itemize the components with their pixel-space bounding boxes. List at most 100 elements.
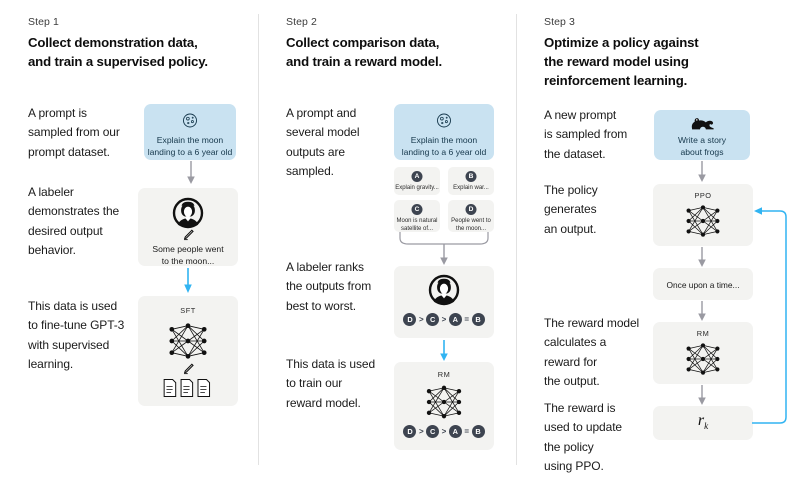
rm-rank-op-3: =	[464, 427, 469, 436]
moon-icon	[182, 112, 199, 134]
frog-icon	[689, 116, 715, 137]
option-card-c[interactable]: C Moon is natural satellite of...	[394, 200, 440, 232]
labeler-avatar-icon	[428, 274, 460, 311]
option-badge-b: B	[465, 171, 477, 182]
rm-rank-op-2: >	[441, 427, 447, 436]
step-2-reward-model-box[interactable]: RM	[394, 362, 494, 450]
step-1-title-line2: and train a supervised policy.	[28, 54, 208, 70]
step-2-prompt-box[interactable]: Explain the moon landing to a 6 year old	[394, 104, 494, 160]
rm-rank-op-1: >	[418, 427, 424, 436]
three-documents-icon	[162, 378, 214, 403]
neural-network-icon	[678, 339, 728, 384]
step-3-caption-2: The policy generates an output.	[544, 183, 598, 236]
option-card-d[interactable]: D People went to the moon...	[448, 200, 494, 232]
option-card-b[interactable]: B Explain war...	[448, 167, 494, 195]
option-label-d: People went to the moon...	[451, 218, 491, 233]
step-3-caption-3: The reward model calculates a reward for…	[544, 316, 640, 389]
step-3-ppo-tag: PPO	[694, 191, 712, 200]
step-2-rm-ranking-row: D > C > A = B	[394, 425, 494, 438]
step-2-ranking-box[interactable]: D > C > A = B	[394, 266, 494, 338]
option-card-a[interactable]: A Explain gravity...	[394, 167, 440, 195]
rank-badge-c: C	[426, 313, 440, 326]
step-2-title: Collect comparison data, and train a rew…	[286, 33, 508, 71]
rm-rank-badge-b: B	[471, 425, 485, 438]
step-2-title-line2: and train a reward model.	[286, 54, 443, 70]
option-badge-d: D	[465, 204, 477, 215]
step-2-arrow-2	[438, 340, 450, 367]
step-3-output-text: Once upon a time...	[666, 280, 740, 290]
neural-network-icon	[678, 201, 728, 246]
step-1-arrow-1	[185, 161, 197, 190]
reward-symbol-letter: r	[697, 412, 705, 429]
step-3-arrow-1	[696, 161, 708, 188]
step-3-feedback-loop	[752, 203, 788, 430]
step-3-reward-box[interactable]: rk	[653, 406, 753, 440]
option-badge-a: A	[411, 171, 423, 182]
step-1-labeler-text: Some people went to the moon...	[152, 244, 224, 267]
pencil-icon	[181, 362, 195, 381]
step-1-caption-2: A labeler demonstrates the desired outpu…	[28, 185, 120, 258]
step-3-caption-4: The reward is used to update the policy …	[544, 401, 623, 474]
step-1-prompt-box[interactable]: Explain the moon landing to a 6 year old	[144, 104, 236, 160]
rm-rank-badge-d: D	[403, 425, 417, 438]
rank-badge-b: B	[471, 313, 485, 326]
neural-network-icon	[419, 381, 469, 428]
step-3-title-line2: the reward model using	[544, 54, 689, 70]
rank-badge-a: A	[448, 313, 462, 326]
step-1-arrow-2	[182, 268, 194, 299]
rank-op-2: >	[441, 315, 447, 324]
step-3-output-box[interactable]: Once upon a time...	[653, 268, 753, 300]
step-3-rm-tag: RM	[696, 329, 710, 338]
step-1-labeler-box[interactable]: Some people went to the moon...	[138, 188, 238, 266]
step-1-column: Step 1 Collect demonstration data, and t…	[0, 0, 258, 479]
step-1-title: Collect demonstration data, and train a …	[28, 33, 250, 71]
option-label-c: Moon is natural satellite of...	[396, 218, 438, 233]
step-3-arrow-3	[696, 301, 708, 327]
option-label-a: Explain gravity...	[395, 185, 439, 191]
step-3-arrow-2	[696, 247, 708, 273]
step-2-title-line1: Collect comparison data,	[286, 35, 440, 50]
step-3-column: Step 3 Optimize a policy against the rew…	[516, 0, 787, 479]
step-3-caption-1: A new prompt is sampled from the dataset…	[544, 108, 628, 161]
column-divider-2	[516, 14, 517, 465]
step-3-title-line3: reinforcement learning.	[544, 73, 688, 89]
column-divider-1	[258, 14, 259, 465]
step-1-sft-box[interactable]: SFT	[138, 296, 238, 406]
step-1-title-line1: Collect demonstration data,	[28, 35, 198, 50]
rank-op-3: =	[464, 315, 469, 324]
pencil-icon	[181, 228, 195, 247]
step-2-caption-1: A prompt and several model outputs are s…	[286, 106, 360, 179]
reward-symbol: rk	[653, 412, 753, 431]
labeler-avatar-icon	[172, 197, 204, 234]
rank-badge-d: D	[403, 313, 417, 326]
neural-network-icon	[161, 318, 215, 369]
step-2-prompt-text: Explain the moon landing to a 6 year old	[401, 135, 487, 158]
step-1-prompt-text: Explain the moon landing to a 6 year old	[147, 135, 233, 158]
step-3-title: Optimize a policy against the reward mod…	[544, 33, 766, 90]
step-3-prompt-box[interactable]: Write a story about frogs	[654, 110, 750, 160]
step-3-label: Step 3	[544, 16, 575, 28]
option-label-b: Explain war...	[453, 185, 489, 191]
step-3-policy-box[interactable]: PPO	[653, 184, 753, 246]
step-2-label: Step 2	[286, 16, 317, 28]
rm-rank-badge-a: A	[448, 425, 462, 438]
reward-symbol-subscript: k	[704, 421, 709, 432]
step-3-arrow-4	[696, 385, 708, 411]
rm-rank-badge-c: C	[426, 425, 440, 438]
option-badge-c: C	[411, 204, 423, 215]
step-1-sft-tag: SFT	[180, 306, 196, 315]
step-2-column: Step 2 Collect comparison data, and trai…	[258, 0, 516, 479]
step-1-label: Step 1	[28, 16, 59, 28]
step-3-prompt-text: Write a story about frogs	[677, 135, 727, 158]
step-2-merge-connector	[394, 232, 494, 271]
step-2-caption-3: This data is used to train our reward mo…	[286, 357, 376, 410]
step-3-reward-model-box[interactable]: RM	[653, 322, 753, 384]
step-2-ranking-row: D > C > A = B	[394, 313, 494, 326]
step-1-caption-1: A prompt is sampled from our prompt data…	[28, 106, 120, 159]
moon-icon	[436, 112, 453, 134]
rank-op-1: >	[418, 315, 424, 324]
step-2-rm-tag: RM	[437, 370, 451, 379]
step-3-title-line1: Optimize a policy against	[544, 35, 699, 50]
step-2-caption-2: A labeler ranks the outputs from best to…	[286, 260, 372, 313]
